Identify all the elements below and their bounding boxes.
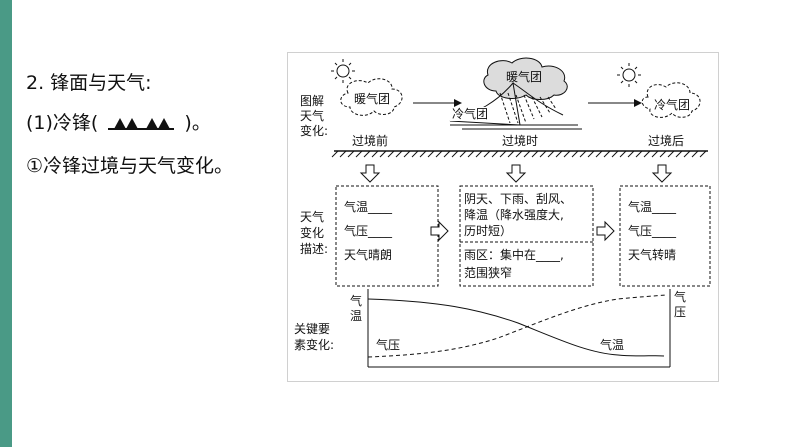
box-before <box>335 185 439 287</box>
before-pressure: 气压____ <box>344 223 393 238</box>
warm-air-top-label: 暖气团 <box>506 69 542 84</box>
cold-air-label: 冷气团 <box>452 106 488 121</box>
right-axis-label-2: 压 <box>674 305 686 319</box>
arrow-right-icon <box>454 99 462 107</box>
cold-front-suffix: )。 <box>184 112 211 134</box>
stage-during: 过境时 <box>502 133 538 148</box>
right-axis-label-1: 气 <box>674 289 686 304</box>
during-line-1: 阴天、下雨、刮风、 <box>464 192 572 206</box>
label-tujie-3: 变化: <box>300 123 328 138</box>
cold-front-line: (1)冷锋( )。 <box>26 108 211 135</box>
stage-after: 过境后 <box>648 133 684 148</box>
during-line-3: 历时短） <box>464 224 512 238</box>
after-temp: 气温____ <box>628 199 677 214</box>
during-line-2: 降温（降水强度大, <box>464 207 564 222</box>
ground-hatching <box>331 150 707 158</box>
after-weather: 天气转晴 <box>628 247 676 262</box>
label-miaoshu-2: 变化 <box>300 225 324 240</box>
rain-area-line-2: 范围狭窄 <box>464 265 512 280</box>
arrow-right-icon-2 <box>634 99 642 107</box>
cold-front-passage-heading: ①冷锋过境与天气变化。 <box>26 155 234 177</box>
label-guanjian-1: 关键要 <box>294 322 330 336</box>
accent-bar <box>0 0 12 447</box>
heading-front-weather: 2. 锋面与天气: <box>26 72 152 94</box>
right-arrow-icons <box>430 220 615 242</box>
rain-streaks <box>499 92 557 124</box>
label-tujie-2: 天气 <box>300 108 324 123</box>
label-miaoshu-1: 天气 <box>300 209 324 224</box>
left-axis-label-1: 气 <box>350 293 362 308</box>
cold-front-symbol-icon <box>108 115 175 133</box>
before-temp: 气温____ <box>344 199 393 214</box>
down-arrow-icons <box>359 164 673 183</box>
box-during <box>459 185 594 287</box>
after-pressure: 气压____ <box>628 223 677 238</box>
cold-air-right-label: 冷气团 <box>654 97 690 112</box>
warm-air-left-label: 暖气团 <box>354 91 390 106</box>
temperature-curve-label: 气温 <box>600 337 624 352</box>
temperature-curve <box>367 298 665 357</box>
stage-before: 过境前 <box>352 133 388 148</box>
pressure-curve <box>367 294 667 358</box>
box-after <box>619 185 711 287</box>
cold-front-diagram: 图解 天气 变化: 暖气团 <box>287 52 719 382</box>
sun-icon-right <box>617 63 641 87</box>
label-tujie-1: 图解 <box>300 94 324 108</box>
label-guanjian-2: 素变化: <box>294 337 334 352</box>
warm-air-cloud-middle <box>483 57 568 100</box>
cold-air-cloud-right <box>641 82 701 118</box>
before-weather: 天气晴朗 <box>344 247 392 262</box>
sun-icon-left <box>331 59 355 83</box>
rain-area-line-1: 雨区：集中在____, <box>464 247 564 262</box>
warm-air-cloud-left <box>340 78 403 116</box>
cold-front-label: (1)冷锋( <box>26 112 99 134</box>
left-axis-label-2: 温 <box>350 309 362 323</box>
label-miaoshu-3: 描述: <box>300 242 328 256</box>
pressure-curve-label: 气压 <box>376 337 400 352</box>
